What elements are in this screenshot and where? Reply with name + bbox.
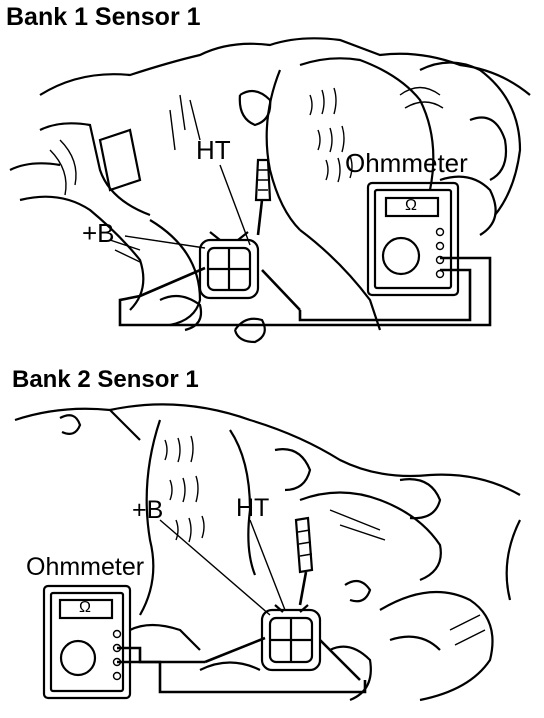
plus-b-leader: [159, 519, 271, 616]
meter-leads: [117, 646, 367, 694]
ohmmeter-label: Ohmmeter: [345, 148, 468, 178]
engine-surface-detail: [164, 435, 486, 646]
engine-illustration: [9, 37, 531, 344]
meter-display-symbol: Ω: [405, 197, 417, 214]
engine-block-outline: [9, 37, 531, 344]
plus-b-leader: [124, 235, 206, 249]
meter-display-symbol: Ω: [79, 599, 91, 616]
test-probe-icon: [139, 266, 301, 311]
ht-leader: [249, 519, 286, 611]
plus-b-label: +B: [132, 496, 164, 524]
engine-illustration: [14, 403, 521, 702]
ohmmeter-icon: [366, 181, 460, 297]
engine-surface-detail: [49, 86, 444, 263]
ohmmeter-label: Ohmmeter: [26, 553, 145, 581]
ht-label: HT: [196, 135, 231, 165]
oxygen-sensor-icon: [254, 158, 272, 236]
sensor-connector-icon: [260, 604, 322, 672]
ht-label: HT: [236, 494, 270, 522]
panel-title: Bank 2 Sensor 1: [12, 366, 199, 393]
plus-b-label: +B: [82, 218, 115, 248]
engine-block-outline: [14, 403, 521, 702]
ohmmeter-icon: [42, 584, 132, 700]
meter-leads: [118, 256, 492, 327]
panel-title: Bank 1 Sensor 1: [6, 3, 201, 31]
oxygen-sensor-icon: [294, 516, 314, 606]
test-probe-icon: [204, 636, 361, 681]
ht-leader: [219, 164, 251, 246]
